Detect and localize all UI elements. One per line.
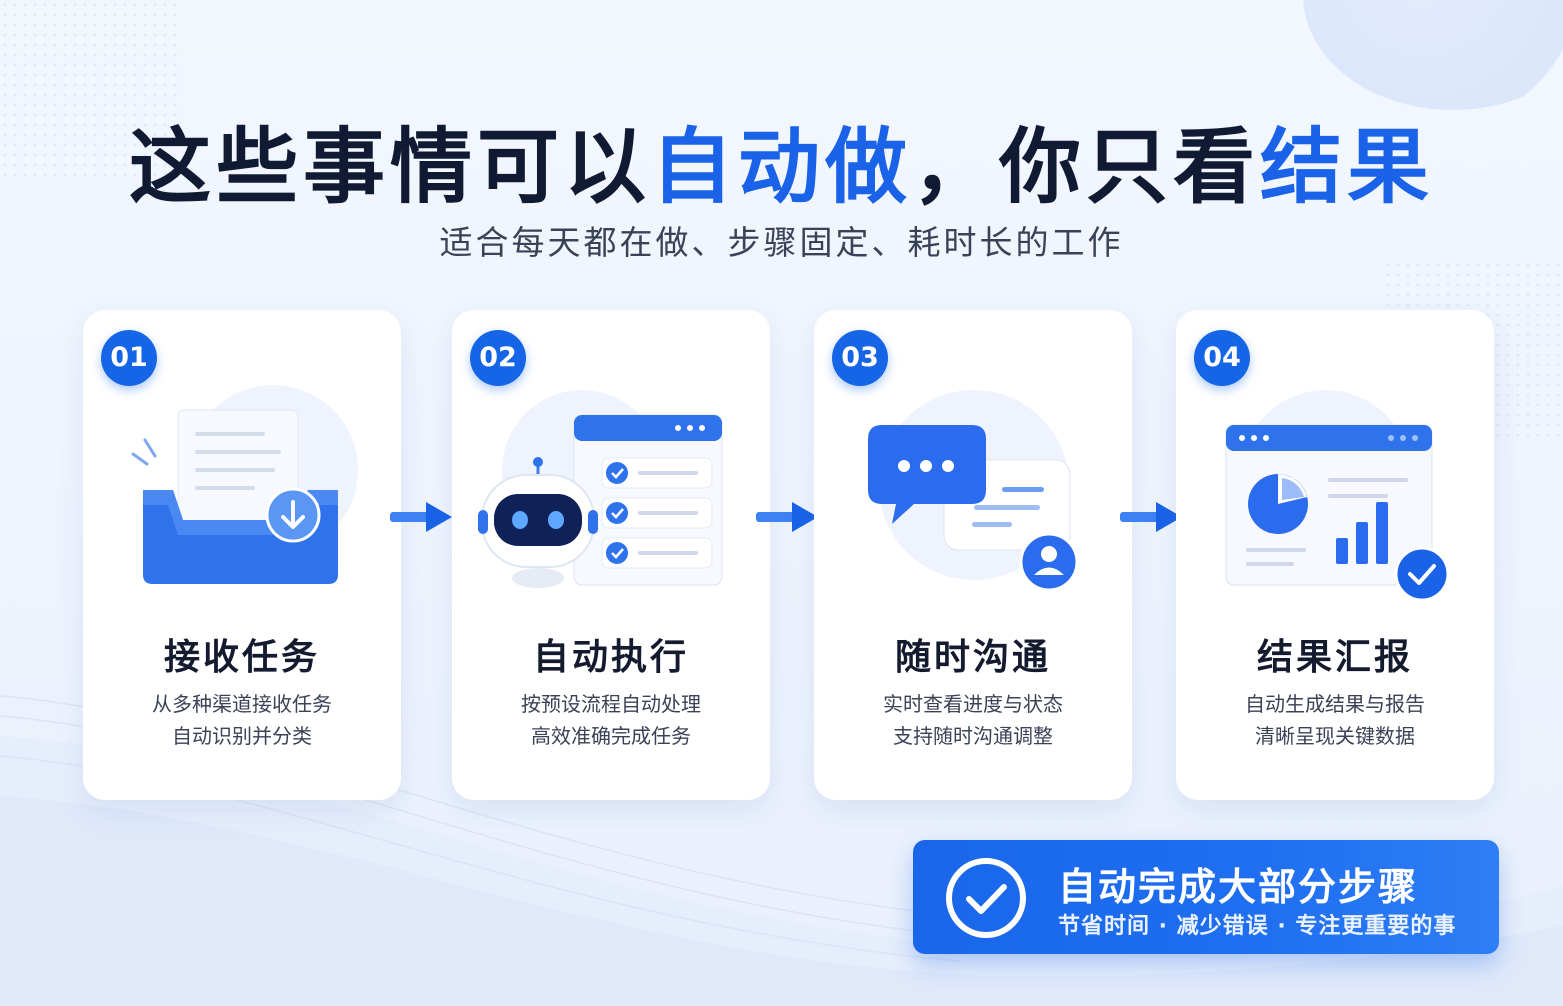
step-card-report: 04 结果汇报 自动生成结果与报告 清晰呈现关键数据	[1176, 310, 1494, 800]
step-number-badge: 03	[832, 330, 888, 386]
step-number-badge: 02	[470, 330, 526, 386]
chat-bubbles-icon	[868, 390, 1079, 592]
step-number-badge: 01	[101, 330, 157, 386]
step-description: 按预设流程自动处理 高效准确完成任务	[521, 692, 701, 748]
page-title: 这些事情可以自动做，你只看结果	[128, 120, 1435, 215]
background-dots	[0, 0, 180, 180]
step-card-communicate: 03 随时沟通 实时查看进度与状态 支持随时沟通调整	[814, 310, 1132, 800]
step-description: 实时查看进度与状态 支持随时沟通调整	[883, 692, 1063, 748]
inbox-download-icon	[131, 385, 358, 584]
step-number-badge: 04	[1194, 330, 1250, 386]
banner-subtitle: 节省时间 · 减少错误 · 专注更重要的事	[1058, 914, 1457, 939]
summary-banner: 自动完成大部分步骤 节省时间 · 减少错误 · 专注更重要的事	[913, 840, 1499, 954]
page-subtitle: 适合每天都在做、步骤固定、耗时长的工作	[439, 223, 1124, 262]
step-description: 从多种渠道接收任务 自动识别并分类	[152, 692, 332, 748]
report-dashboard-icon	[1225, 390, 1450, 602]
step-title: 随时沟通	[894, 637, 1051, 678]
arrow-right-icon	[1120, 502, 1182, 532]
check-circle-icon	[946, 858, 1026, 938]
robot-checklist-icon	[478, 390, 723, 588]
step-title: 自动执行	[532, 637, 689, 678]
banner-title: 自动完成大部分步骤	[1058, 865, 1419, 909]
background-circle	[1303, 0, 1563, 110]
arrow-right-icon	[390, 502, 452, 532]
step-card-execute: 02 自动执行 按预设流程自动处理 高效准确完成任务	[452, 310, 770, 800]
step-description: 自动生成结果与报告 清晰呈现关键数据	[1245, 692, 1425, 748]
step-title: 接收任务	[163, 637, 320, 678]
step-card-receive: 01 接收任务 从多种渠道接收任务 自动识别并分类	[83, 310, 401, 800]
arrow-right-icon	[756, 502, 818, 532]
step-title: 结果汇报	[1256, 637, 1413, 678]
